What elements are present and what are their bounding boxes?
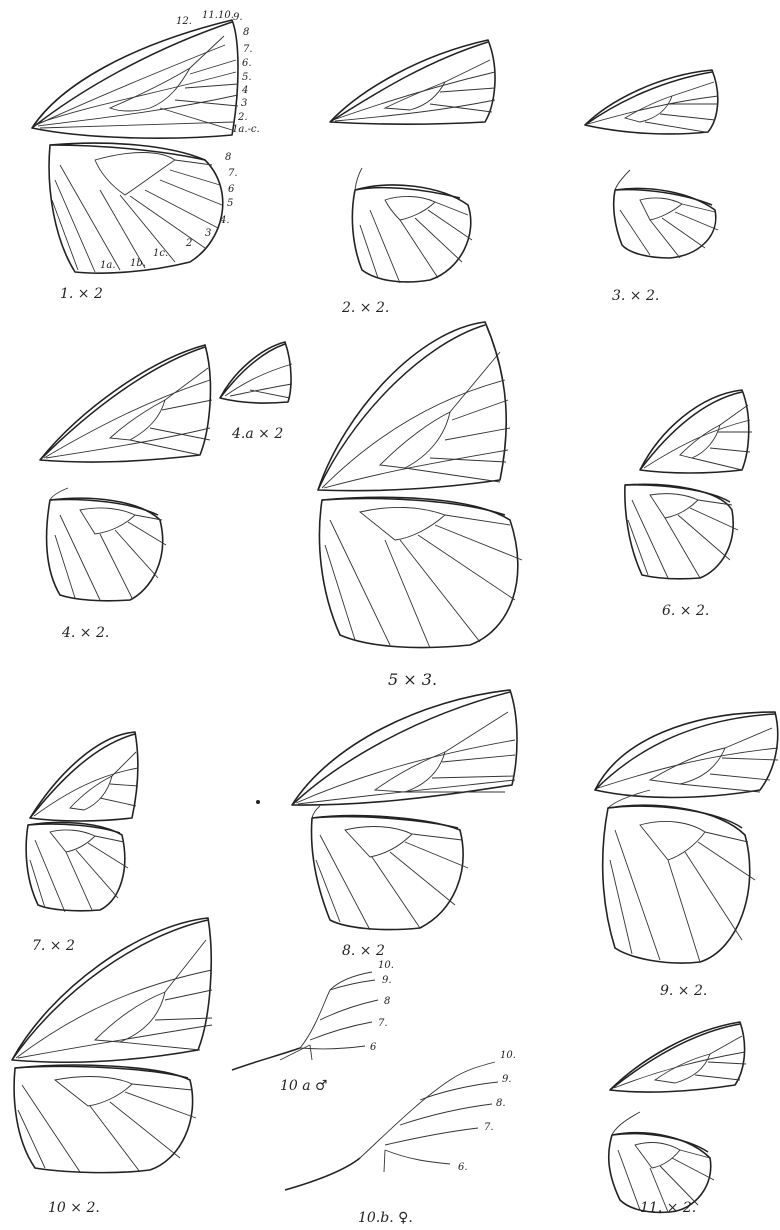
figure-1-hindwing-vein-numbers: 8 7. 6 5 4. 3 2 1c. 1b. 1a. xyxy=(100,152,238,271)
figure-7: 7. × 2 xyxy=(26,732,138,954)
fig10a-vein-10: 10. xyxy=(378,960,394,971)
fig10b-vein-6: 6. xyxy=(458,1162,468,1173)
figure-10: 10 × 2. xyxy=(12,918,212,1216)
fig1-hindwing-vein-8: 8 xyxy=(225,152,231,163)
figure-11: 11. × 2. xyxy=(609,1022,746,1216)
figure-5-caption: 5 × 3. xyxy=(388,670,437,689)
figure-1-forewing xyxy=(32,20,238,138)
figure-10-caption: 10 × 2. xyxy=(48,1200,100,1216)
figure-8: 8. × 2 xyxy=(292,690,517,959)
figure-4a: 4.a × 2 xyxy=(220,342,292,442)
figure-10a: 10. 9. 8 7. 6 10 a ♂ xyxy=(232,960,394,1094)
figure-9-caption: 9. × 2. xyxy=(660,983,707,999)
fig1-forewing-vein-8: 8 xyxy=(243,27,249,38)
fig1-forewing-vein-11: 11. xyxy=(202,10,218,21)
fig1-forewing-vein-3: 3 xyxy=(241,98,247,109)
figure-1-forewing-vein-numbers: 12. 11. 10. 9. 8 7. 6. 5. 4 3 2. 1a.-c. xyxy=(176,10,260,135)
figure-7-caption: 7. × 2 xyxy=(32,938,75,954)
figure-6-caption: 6. × 2. xyxy=(662,603,709,619)
fig1-forewing-vein-10: 10. xyxy=(218,10,234,21)
figure-4-caption: 4. × 2. xyxy=(61,625,109,641)
figure-2: 2. × 2. xyxy=(330,40,495,316)
fig1-hindwing-vein-4: 4. xyxy=(219,215,230,226)
fig1-forewing-vein-1ac: 1a.-c. xyxy=(232,124,260,135)
fig1-hindwing-vein-5: 5 xyxy=(227,198,233,209)
fig10a-vein-9: 9. xyxy=(382,975,392,986)
figure-10b: 10. 9. 8. 7. 6. 10.b. ♀. xyxy=(285,1050,516,1226)
figure-4: 4. × 2. xyxy=(40,345,212,641)
figure-1-caption: 1. × 2 xyxy=(60,286,103,302)
fig1-hindwing-vein-3: 3 xyxy=(205,228,211,239)
fig1-hindwing-vein-2: 2 xyxy=(185,238,192,249)
fig10b-vein-9: 9. xyxy=(502,1074,512,1085)
fig1-hindwing-vein-1b: 1b. xyxy=(130,258,146,269)
fig1-forewing-vein-9: 9. xyxy=(233,12,243,23)
fig10b-vein-7: 7. xyxy=(484,1122,494,1133)
fig1-hindwing-vein-1a: 1a. xyxy=(100,260,116,271)
figure-5: 5 × 3. xyxy=(318,322,522,689)
fig1-forewing-vein-7: 7. xyxy=(243,44,253,55)
fig1-forewing-vein-5: 5. xyxy=(242,72,252,83)
fig10b-vein-8: 8. xyxy=(496,1098,506,1109)
figure-1: 12. 11. 10. 9. 8 7. 6. 5. 4 3 2. 1a.-c. xyxy=(32,10,260,302)
fig1-forewing-vein-4: 4 xyxy=(241,85,248,96)
figure-9: 9. × 2. xyxy=(595,712,778,999)
fig10b-vein-10: 10. xyxy=(500,1050,516,1061)
figure-8-caption: 8. × 2 xyxy=(342,943,385,959)
fig1-forewing-vein-2: 2. xyxy=(237,112,248,123)
figure-3-caption: 3. × 2. xyxy=(612,288,659,304)
fig1-forewing-vein-6: 6. xyxy=(242,58,252,69)
figure-3: 3. × 2. xyxy=(585,70,718,304)
fig10a-vein-8: 8 xyxy=(384,996,390,1007)
figure-2-caption: 2. × 2. xyxy=(341,300,389,316)
figure-10a-caption: 10 a ♂ xyxy=(280,1078,328,1094)
fig1-hindwing-vein-7: 7. xyxy=(228,168,238,179)
fig1-hindwing-vein-1c: 1c. xyxy=(153,248,168,259)
fig10a-vein-6: 6 xyxy=(370,1042,377,1053)
fig10a-vein-7: 7. xyxy=(378,1018,388,1029)
figure-1-hindwing xyxy=(49,143,223,273)
fig1-hindwing-vein-6: 6 xyxy=(228,184,235,195)
figure-4a-caption: 4.a × 2 xyxy=(231,426,283,442)
figure-6: 6. × 2. xyxy=(625,390,752,619)
figure-11-caption: 11. × 2. xyxy=(640,1200,696,1216)
stray-dot xyxy=(256,800,260,804)
figure-10b-caption: 10.b. ♀. xyxy=(358,1210,413,1226)
fig1-forewing-vein-12: 12. xyxy=(176,16,192,27)
